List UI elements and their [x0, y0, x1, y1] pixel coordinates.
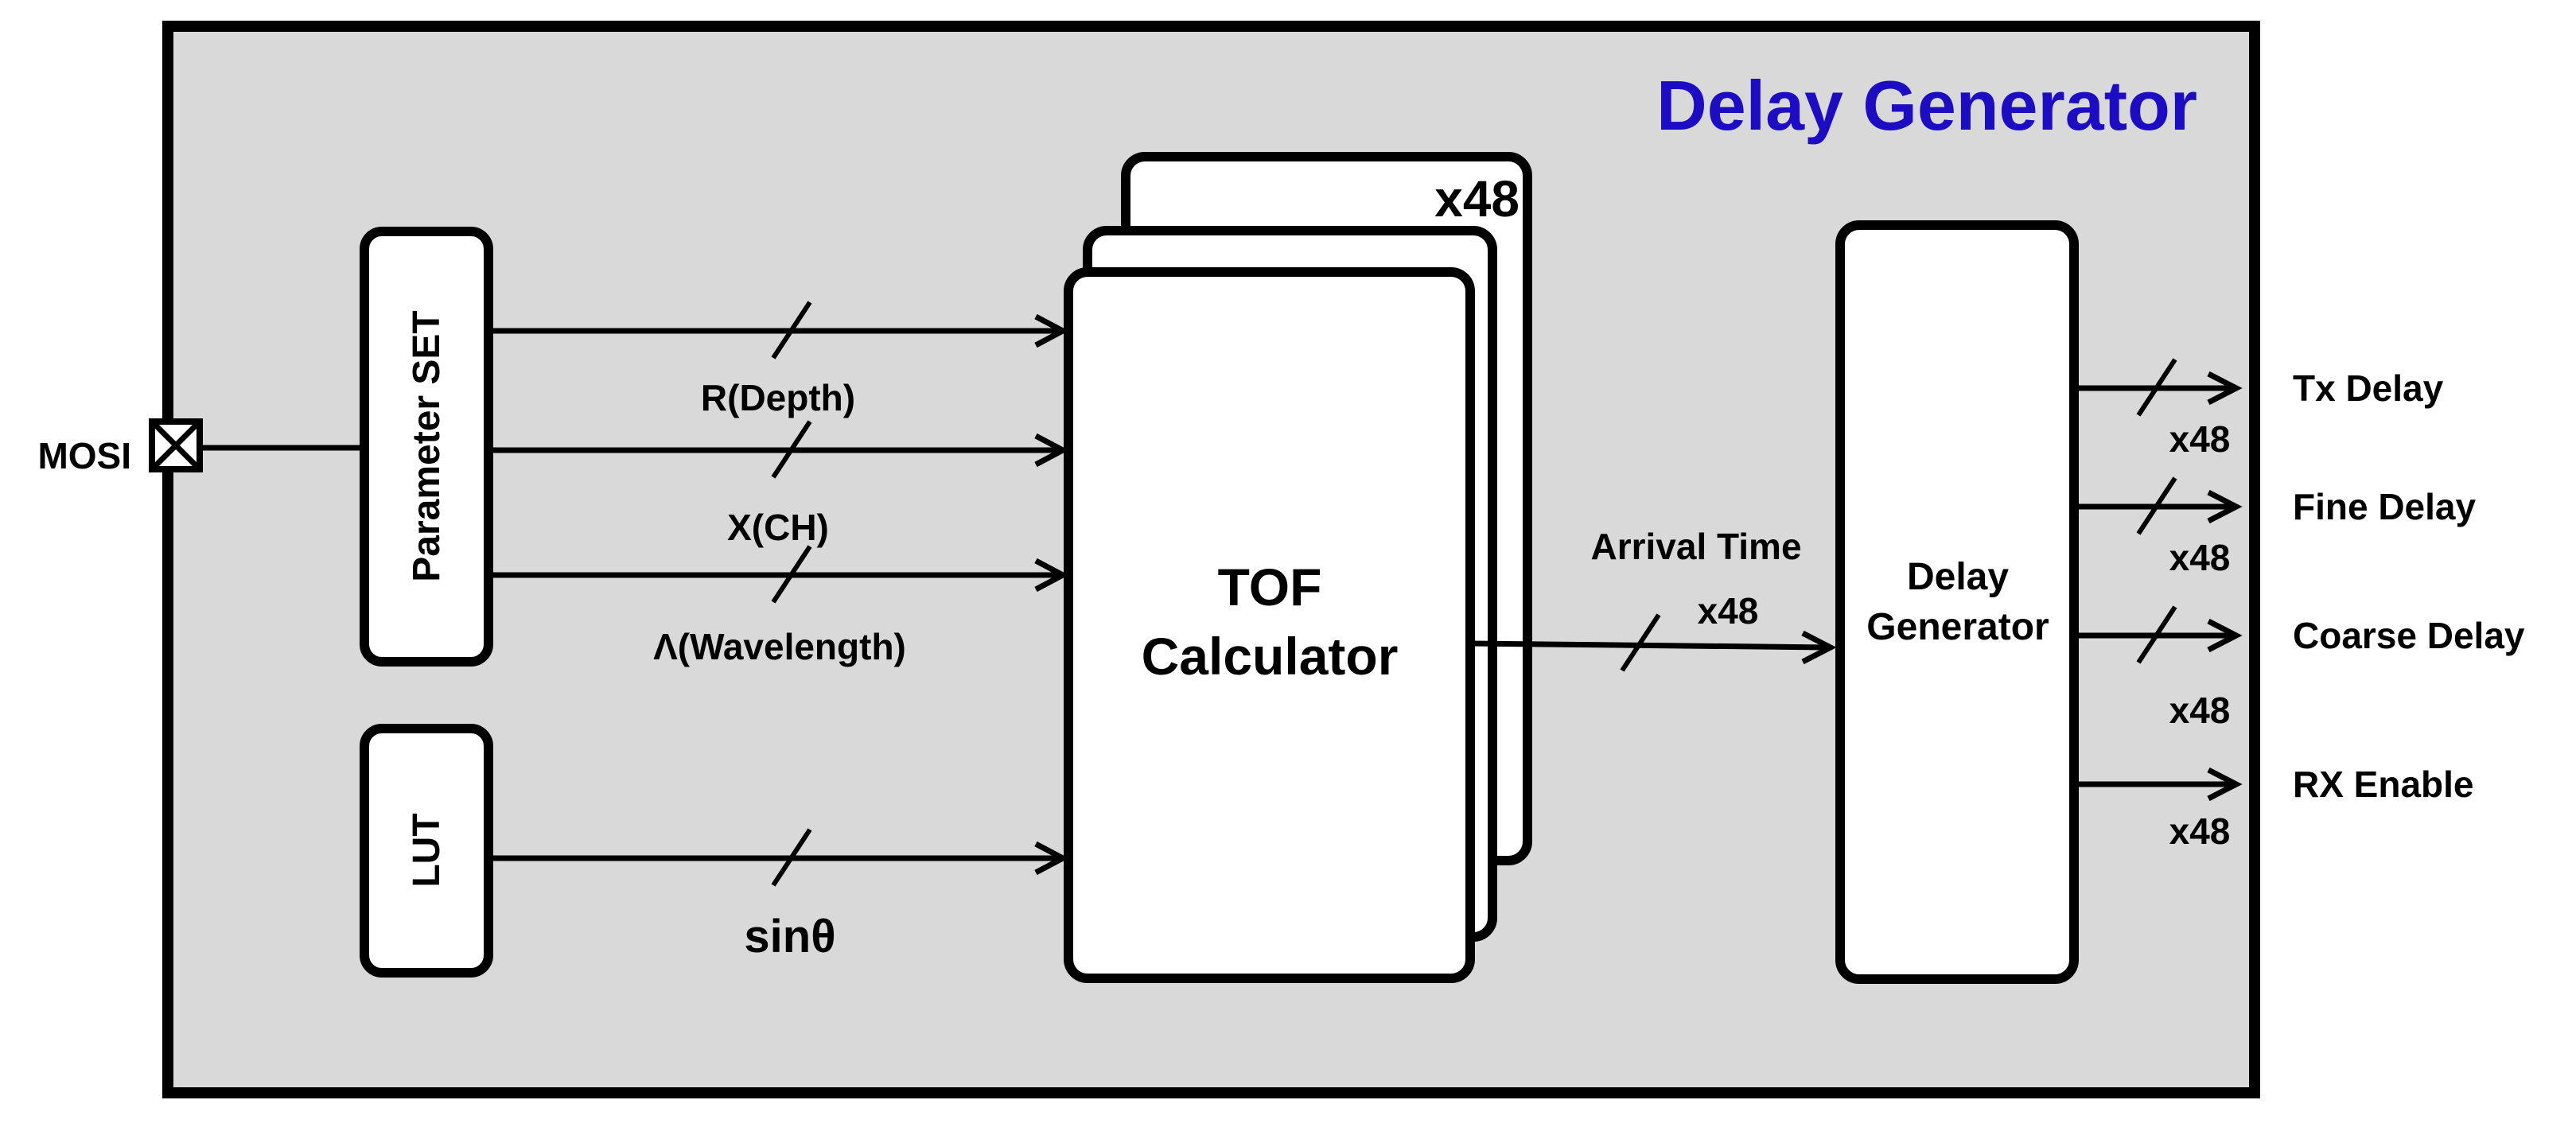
tx-delay-count: x48 [2169, 418, 2231, 460]
lut-label: LUT [406, 813, 448, 887]
r-depth-label: R(Depth) [701, 377, 855, 418]
fine-delay-arrowhead [2207, 489, 2243, 524]
delay-generator-block [1835, 220, 2079, 984]
tx-delay-label: Tx Delay [2293, 367, 2444, 409]
sin-theta-bus-tick [771, 828, 812, 887]
tof-calculator-label-line2: Calculator [1142, 627, 1399, 686]
tx-delay-bus-tick [2136, 358, 2177, 417]
wavelength-arrowhead [1034, 558, 1069, 593]
rx-enable-label: RX Enable [2293, 764, 2474, 805]
lut-block [360, 724, 493, 978]
tof-count-label: x48 [1434, 170, 1520, 227]
coarse-delay-label: Coarse Delay [2293, 615, 2525, 656]
fine-delay-count: x48 [2169, 537, 2231, 578]
diagram-title: Delay Generator [1656, 66, 2197, 145]
coarse-delay-count: x48 [2169, 690, 2231, 731]
arrival-time-bus-tick [1620, 613, 1661, 672]
mosi-pin-icon [149, 418, 203, 472]
delay-generator-label-line2: Generator [1866, 606, 2049, 648]
arrival-time-arrowhead [1801, 630, 1837, 665]
arrival-time-wire [1471, 640, 1831, 651]
r-depth-arrowhead [1034, 313, 1069, 348]
arrival-time-label: Arrival Time [1590, 526, 1801, 567]
parameter-set-label: Parameter SET [406, 310, 448, 582]
wavelength-label: Λ(Wavelength) [653, 626, 906, 667]
rx-enable-arrowhead [2207, 767, 2243, 802]
rx-enable-count: x48 [2169, 810, 2231, 852]
tof-calculator-label-line1: TOF [1218, 558, 1322, 616]
coarse-delay-bus-tick [2136, 605, 2177, 664]
r-depth-bus-tick [771, 301, 812, 360]
fine-delay-label: Fine Delay [2293, 486, 2477, 527]
x-ch-bus-tick [771, 420, 812, 479]
wavelength-bus-tick [771, 545, 812, 604]
tx-delay-arrowhead [2207, 371, 2243, 406]
parameter-set-block [360, 227, 493, 667]
sin-theta-label: sinθ [744, 911, 835, 962]
mosi-label: MOSI [37, 435, 131, 476]
coarse-delay-arrowhead [2207, 618, 2243, 653]
sin-theta-arrowhead [1034, 841, 1069, 876]
delay-generator-label-line1: Delay [1907, 556, 2009, 598]
x-ch-label: X(CH) [727, 507, 829, 548]
arrival-time-count: x48 [1698, 590, 1759, 632]
x-ch-arrowhead [1034, 433, 1069, 468]
fine-delay-bus-tick [2136, 476, 2177, 535]
tof-calculator-block [1064, 267, 1475, 983]
